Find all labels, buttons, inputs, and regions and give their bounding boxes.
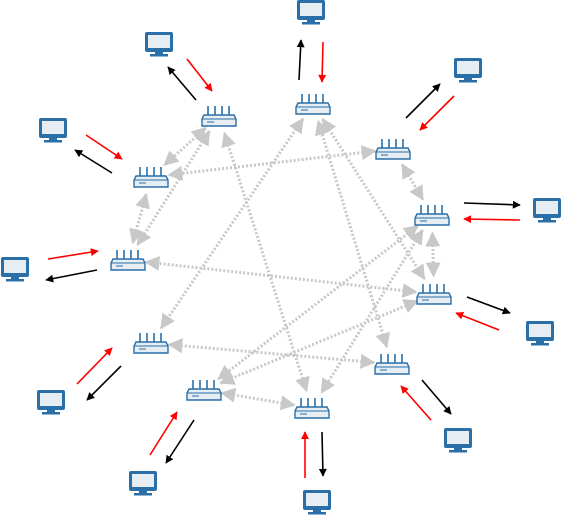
access-links — [45, 39, 521, 478]
routers — [110, 94, 452, 419]
computer-icon — [145, 32, 173, 57]
computer-icon — [526, 321, 554, 346]
mesh-link-r6-r2 — [314, 119, 391, 349]
router-icon — [110, 250, 146, 271]
uplink-arrow-r11 — [74, 149, 113, 174]
computer-icon — [533, 198, 561, 223]
computer-icon — [129, 471, 157, 496]
downlink-arrow-r6 — [400, 385, 432, 421]
uplink-arrow-r1 — [167, 66, 197, 101]
downlink-arrow-r1 — [186, 58, 213, 92]
mesh-link-r4-r5 — [425, 231, 441, 278]
uplink-arrow-r9 — [86, 365, 122, 401]
mesh-link-r3-r11 — [167, 145, 377, 181]
downlink-arrow-r3 — [419, 95, 455, 131]
mesh-link-r11-r10 — [129, 192, 150, 245]
downlink-arrow-r9 — [76, 347, 113, 385]
computer-icon — [454, 58, 482, 83]
mesh-link-r2-r5 — [321, 117, 426, 281]
mesh-link-r5-r10 — [144, 256, 418, 298]
downlink-arrow-r5 — [455, 311, 500, 331]
computer-icon — [444, 428, 472, 453]
mesh-link-r3-r4 — [400, 163, 425, 201]
router-icon — [295, 94, 331, 115]
computer-icon — [297, 0, 325, 25]
uplink-arrow-r4 — [463, 200, 521, 209]
uplink-arrow-r5 — [466, 296, 511, 315]
router-icon — [374, 354, 410, 375]
router-icon — [294, 398, 330, 419]
router-icon — [416, 284, 452, 305]
downlink-arrow-r4 — [463, 215, 521, 224]
router-icon — [201, 106, 237, 127]
computer-icon — [303, 490, 331, 515]
router-icon — [186, 380, 222, 401]
computer-icon — [39, 118, 67, 143]
downlink-arrow-r10 — [47, 248, 99, 260]
downlink-arrow-r2 — [318, 41, 327, 83]
downlink-arrow-r8 — [149, 411, 178, 456]
router-icon — [375, 139, 411, 160]
uplink-arrow-r6 — [421, 379, 452, 415]
mesh-link-r7-r8 — [220, 387, 296, 411]
mesh-link-r1-r11 — [163, 126, 207, 167]
uplink-arrow-r10 — [45, 269, 98, 283]
mesh-link-r6-r9 — [167, 338, 376, 369]
uplink-arrow-r2 — [296, 39, 305, 81]
uplink-arrow-r8 — [165, 419, 195, 464]
downlink-arrow-r11 — [85, 134, 123, 160]
router-icon — [414, 205, 450, 226]
mesh-link-r5-r8 — [219, 299, 419, 385]
mesh-link-r1-r10 — [136, 129, 211, 247]
uplink-arrow-r3 — [405, 83, 441, 119]
computer-icon — [37, 390, 65, 415]
mesh-links — [129, 117, 441, 411]
router-icon — [133, 167, 169, 188]
uplink-arrow-r7 — [318, 431, 327, 477]
computer-icon — [1, 257, 29, 282]
router-icon — [133, 333, 169, 354]
